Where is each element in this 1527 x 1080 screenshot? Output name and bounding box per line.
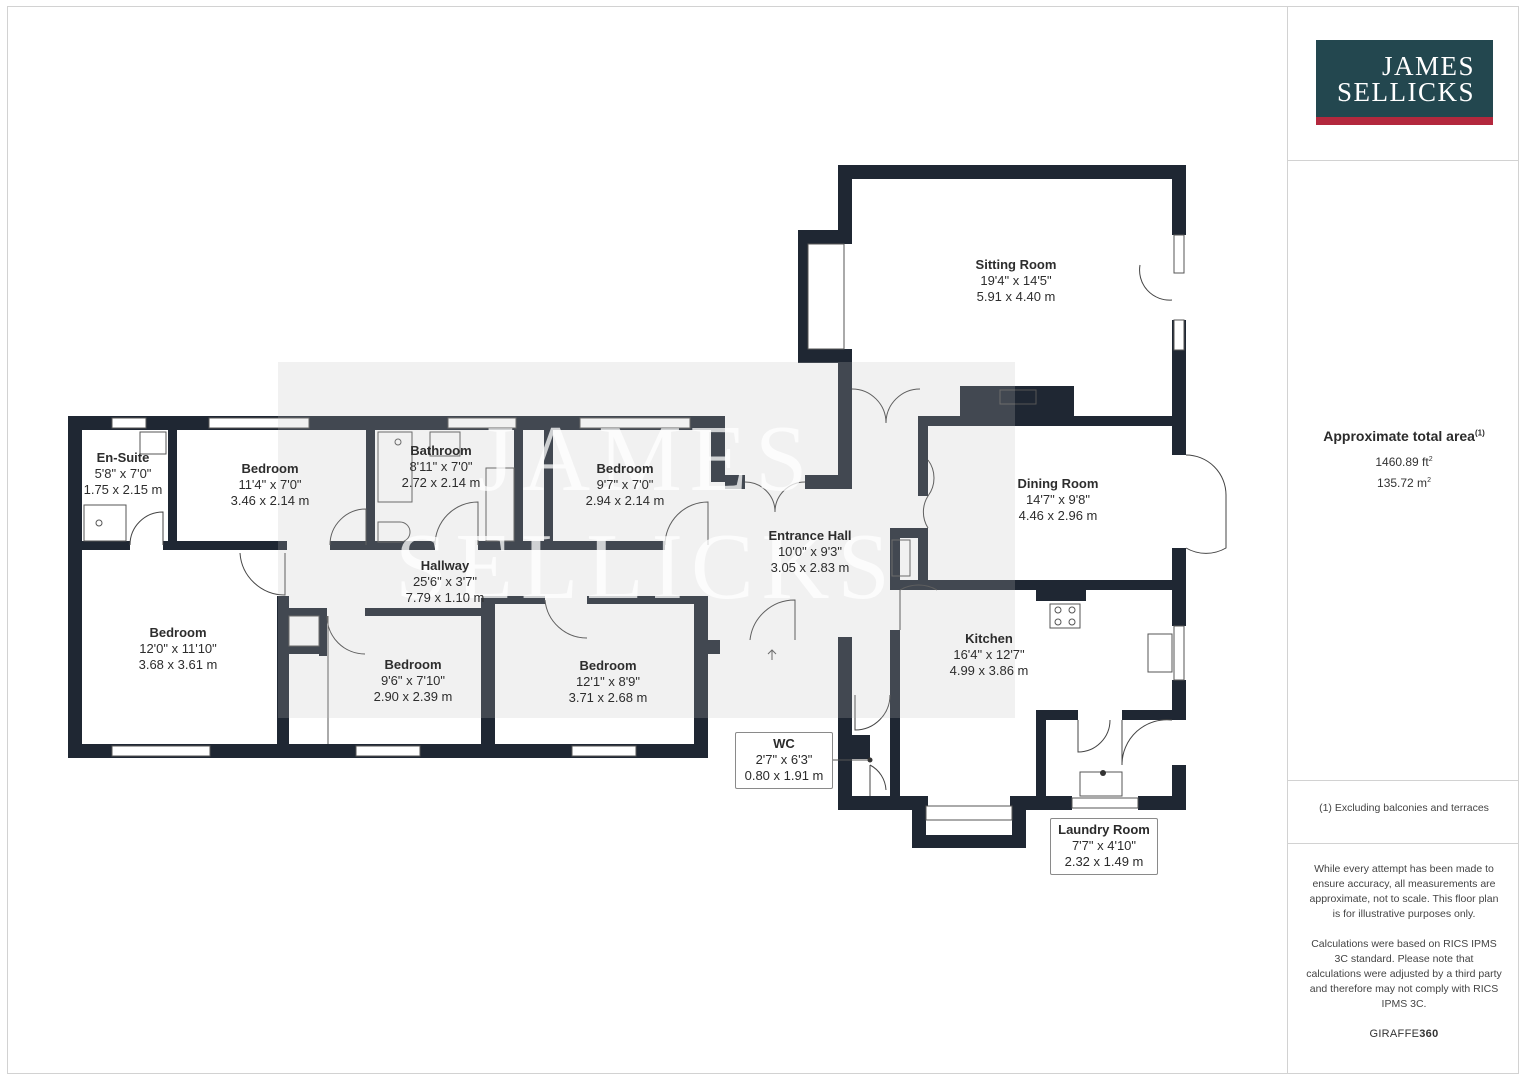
area-metric: 135.72 m2 <box>1377 476 1431 490</box>
area-imperial: 1460.89 ft2 <box>1375 455 1433 469</box>
floor-plan-walls <box>68 165 1227 848</box>
page-frame <box>7 6 1519 1074</box>
room-bedroom-4: Bedroom 9'6" x 7'10" 2.90 x 2.39 m <box>373 657 453 704</box>
logo-line-1: JAMES <box>1381 51 1475 81</box>
sidebar-divider-mid <box>1288 780 1519 781</box>
watermark-line-1: JAMES <box>477 407 816 511</box>
room-wc-label: WC 2'7" x 6'3" 0.80 x 1.91 m <box>735 732 833 789</box>
logo-line-2: SELLICKS <box>1336 77 1475 107</box>
room-bathroom: Bathroom 8'11" x 7'0" 2.72 x 2.14 m <box>401 443 481 490</box>
area-title: Approximate total area(1) <box>1323 428 1485 444</box>
floor-plan: JAMES SELLICKS Sitting Room 19'4" x 14'5… <box>68 165 1227 875</box>
room-en-suite: En-Suite 5'8" x 7'0" 1.75 x 2.15 m <box>83 450 163 497</box>
sidebar-divider-top <box>1288 160 1519 161</box>
room-bedroom-3: Bedroom 12'0" x 11'10" 3.68 x 3.61 m <box>138 625 218 672</box>
room-bedroom-2: Bedroom 9'7" x 7'0" 2.94 x 2.14 m <box>585 461 665 508</box>
room-laundry-label: Laundry Room 7'7" x 4'10" 2.32 x 1.49 m <box>1050 818 1158 875</box>
room-sitting-room: Sitting Room 19'4" x 14'5" 5.91 x 4.40 m <box>975 257 1057 304</box>
room-bedroom-5: Bedroom 12'1" x 8'9" 3.71 x 2.68 m <box>568 658 648 705</box>
room-bedroom-1: Bedroom 11'4" x 7'0" 3.46 x 2.14 m <box>230 461 310 508</box>
giraffe-brand: GIRAFFE360 <box>1369 1028 1439 1040</box>
logo-accent-bar <box>1316 117 1493 125</box>
room-hallway: Hallway 25'6" x 3'7" 7.79 x 1.10 m <box>405 558 485 605</box>
logo-background <box>1316 40 1493 117</box>
sidebar-divider-low <box>1288 843 1519 844</box>
company-logo: JAMES SELLICKS <box>1316 40 1493 125</box>
disclaimer-rics: Calculations were based on RICS IPMS 3C … <box>1306 938 1502 1010</box>
room-dining-room: Dining Room 14'7" x 9'8" 4.46 x 2.96 m <box>1017 476 1099 523</box>
sidebar-divider <box>1287 6 1288 1074</box>
room-kitchen: Kitchen 16'4" x 12'7" 4.99 x 3.86 m <box>949 631 1029 678</box>
area-footnote: (1) Excluding balconies and terraces <box>1319 802 1489 814</box>
watermark-panel <box>278 362 1015 718</box>
watermark-line-2: SELLICKS <box>395 515 898 619</box>
room-entrance-hall: Entrance Hall 10'0" x 9'3" 3.05 x 2.83 m <box>768 528 852 575</box>
disclaimer-accuracy: While every attempt has been made to ens… <box>1309 863 1499 920</box>
